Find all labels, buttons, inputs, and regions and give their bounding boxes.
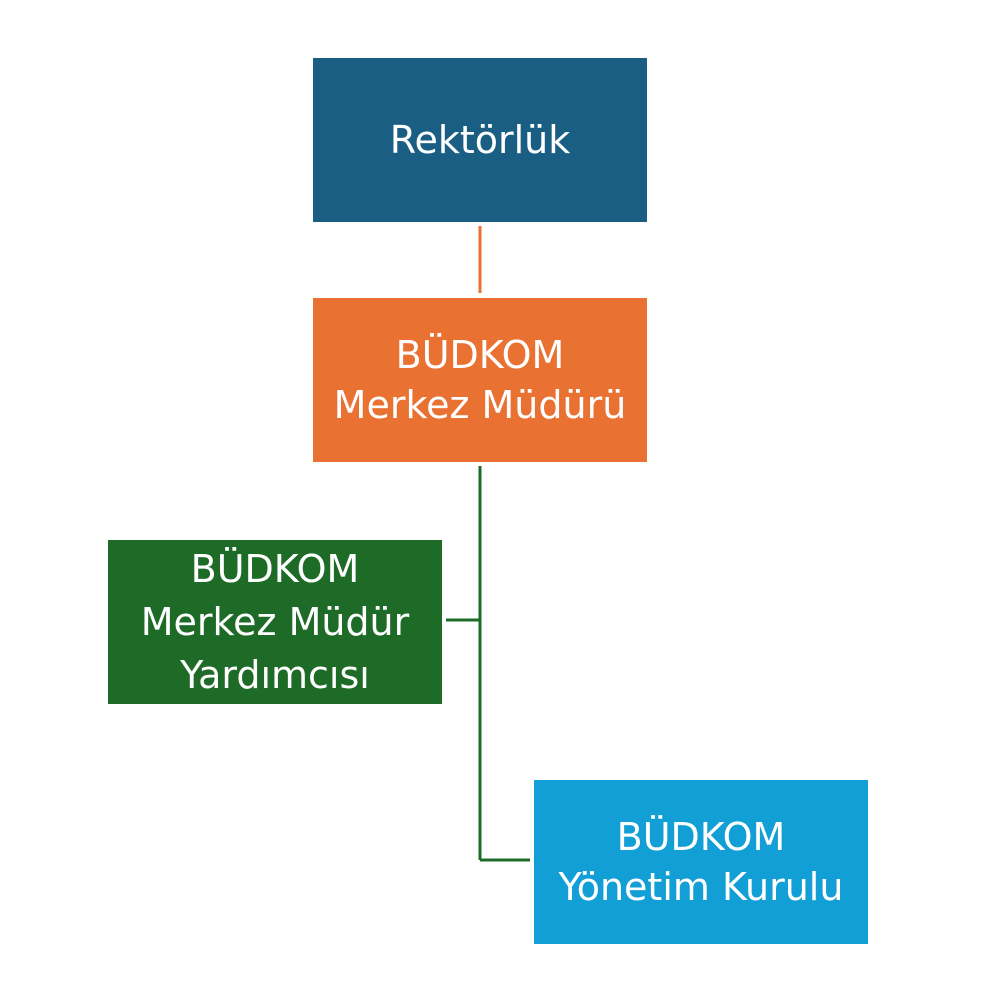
node-yonetim-kurulu-line-2: Yönetim Kurulu [558, 865, 844, 909]
node-mudur-yardimcisi-line-1: BÜDKOM [190, 546, 360, 591]
node-mudur-yardimcisi: BÜDKOM Merkez Müdür Yardımcısı [108, 540, 442, 704]
node-rektorluk-label: Rektörlük [389, 118, 571, 162]
node-mudur-yardimcisi-line-3: Yardımcısı [180, 652, 370, 697]
node-merkez-muduru-line-1: BÜDKOM [395, 333, 565, 377]
node-merkez-muduru-line-2: Merkez Müdürü [333, 383, 627, 427]
node-mudur-yardimcisi-line-2: Merkez Müdür [140, 599, 410, 644]
node-yonetim-kurulu: BÜDKOM Yönetim Kurulu [534, 780, 868, 944]
node-rektorluk: Rektörlük [313, 58, 647, 222]
node-yonetim-kurulu-line-1: BÜDKOM [616, 815, 786, 859]
node-merkez-muduru: BÜDKOM Merkez Müdürü [313, 298, 647, 462]
